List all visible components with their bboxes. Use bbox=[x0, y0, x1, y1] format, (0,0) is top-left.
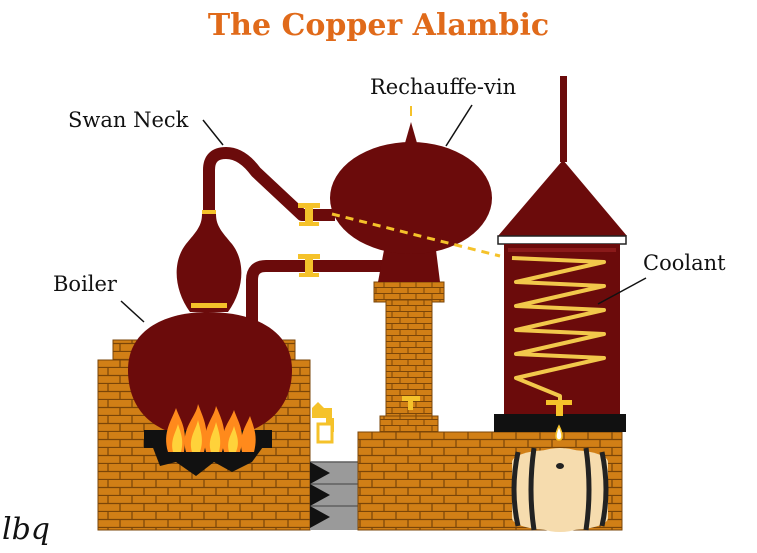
vapour-line bbox=[331, 212, 501, 258]
artist-signature: lbq bbox=[2, 512, 51, 547]
label-coolant: Coolant bbox=[643, 251, 726, 275]
label-boiler: Boiler bbox=[53, 272, 117, 296]
stone-steps bbox=[310, 461, 360, 530]
barrel bbox=[511, 447, 609, 532]
condenser bbox=[494, 76, 627, 432]
label-rechauffe-vin: Rechauffe-vin bbox=[370, 75, 517, 99]
return-pipe-tap bbox=[298, 254, 320, 277]
boiler-pointer bbox=[120, 300, 145, 323]
rechauffe-vin-pointer bbox=[445, 104, 473, 147]
cooling-coil bbox=[511, 256, 606, 404]
boiler-tap bbox=[312, 402, 334, 444]
label-pointers bbox=[120, 104, 647, 323]
boiler bbox=[128, 214, 292, 438]
swan-neck-pointer bbox=[202, 119, 224, 146]
swan-neck-pipe bbox=[202, 147, 335, 221]
rechauffe-vin bbox=[330, 106, 492, 282]
swan-neck-tap bbox=[298, 203, 320, 226]
coolant-pointer bbox=[597, 277, 647, 305]
preheater-column bbox=[373, 281, 445, 433]
boiler-fire bbox=[144, 404, 272, 476]
condenser-tap bbox=[546, 400, 572, 416]
preheat-return-pipe bbox=[246, 260, 395, 330]
page-title: The Copper Alambic bbox=[207, 8, 550, 43]
label-swan-neck: Swan Neck bbox=[68, 108, 189, 132]
drip bbox=[555, 424, 563, 441]
